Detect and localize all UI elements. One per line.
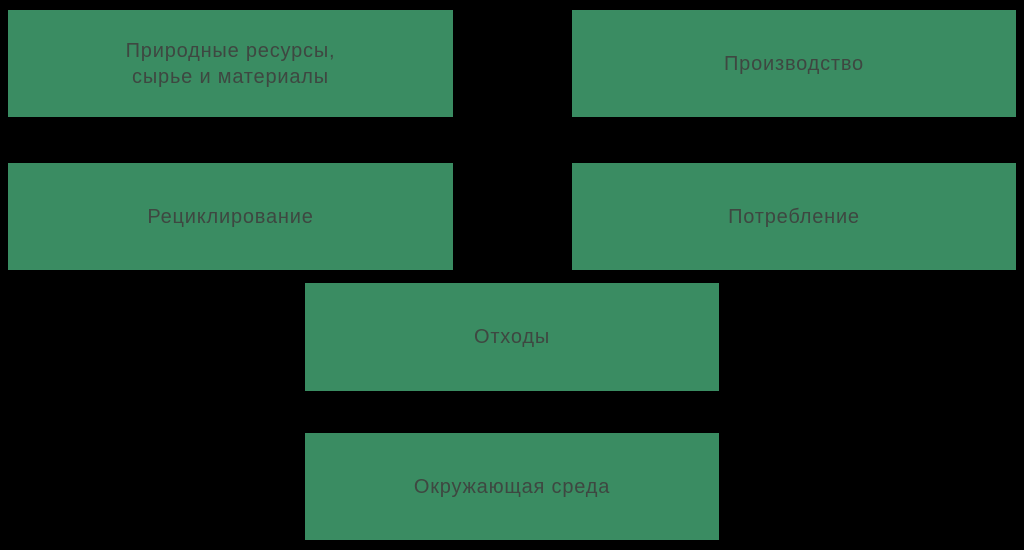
- node-production-label: Производство: [723, 52, 864, 75]
- node-environment-label: Окружающая среда: [413, 475, 611, 498]
- node-natural-resources: Природные ресурсы, сырье и материалы: [8, 10, 453, 117]
- node-consumption: Потребление: [572, 163, 1016, 270]
- node-waste: Отходы: [305, 283, 719, 391]
- node-production: Производство: [572, 10, 1016, 117]
- node-recycling-label: Рециклирование: [147, 205, 314, 228]
- node-natural-resources-label: Природные ресурсы, сырье и материалы: [125, 39, 336, 88]
- node-consumption-label: Потребление: [728, 205, 860, 228]
- node-recycling: Рециклирование: [8, 163, 453, 270]
- node-waste-label: Отходы: [473, 326, 551, 348]
- node-environment: Окружающая среда: [305, 433, 719, 540]
